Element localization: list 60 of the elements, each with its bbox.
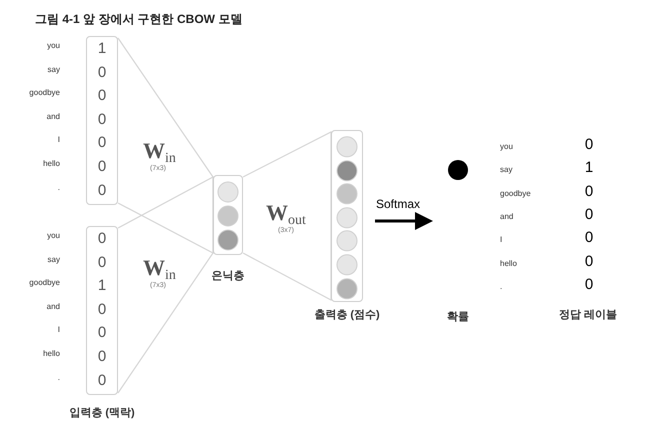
word-label: and [500,210,514,223]
word-label: say [46,64,60,75]
connection-lines [242,131,332,301]
word-label: . [500,280,502,293]
word-label: hello [42,159,60,169]
word-label: goodbye [500,188,531,200]
layer-caption: 입력층 (맥락) [68,407,136,421]
vector-value: 1 [98,278,106,294]
word-label: say [500,164,512,176]
word-label: you [500,141,513,153]
label-value: 0 [584,230,594,246]
label-value: 0 [584,184,594,200]
vector-value: 0 [98,88,106,104]
word-label: you [46,41,60,51]
word-label: you [46,231,60,241]
vector-value: 0 [98,325,106,342]
vector-value: 0 [98,159,106,175]
word-label: I [500,234,502,246]
weight-label: W$_{in}$ [143,257,176,279]
weight-label: W$_{in}$ [143,140,176,162]
vector-value: 0 [98,254,106,271]
weight-label: W$_{out}$ [266,202,306,224]
layer-caption: 출력층 (점수) [313,309,381,323]
layer-caption: 은닉층 [210,270,246,284]
neuron-layer-box [331,130,363,302]
figure-title: 그림 4-1 앞 장에서 구현한 CBOW 모델 [35,11,242,28]
vector-value: 0 [98,231,106,247]
label-value: 1 [584,160,594,176]
vector-value: 0 [98,182,106,199]
word-label: say [46,254,60,265]
vector-value: 0 [98,112,106,128]
vector-value: 0 [98,64,106,81]
arrow [375,212,433,230]
word-label: hello [500,258,517,270]
label-value: 0 [584,276,594,293]
word-label: I [56,325,60,336]
word-label: goodbye [28,88,60,98]
label-value: 0 [584,137,594,153]
vector-value: 0 [98,135,106,152]
word-label: and [46,302,60,312]
vector-value: 0 [98,372,106,389]
vector-value: 0 [98,302,106,318]
word-label: I [56,135,60,146]
word-label: hello [42,349,60,359]
edge-label: Softmax [376,196,420,213]
word-label: goodbye [28,278,60,288]
connection-lines [117,37,214,254]
connection-lines [117,176,214,394]
word-label: . [56,372,60,383]
layer-caption: 정답 레이블 [558,309,618,323]
label-value: 0 [584,206,594,223]
neuron-layer-box [213,175,243,255]
vector-box [86,226,118,395]
label-value: 0 [584,254,594,270]
layer-caption: 확률 [446,311,470,325]
vector-value: 0 [98,349,106,365]
vector-box [86,36,118,205]
word-label: . [56,182,60,193]
vector-value: 1 [98,41,106,57]
word-label: and [46,112,60,122]
